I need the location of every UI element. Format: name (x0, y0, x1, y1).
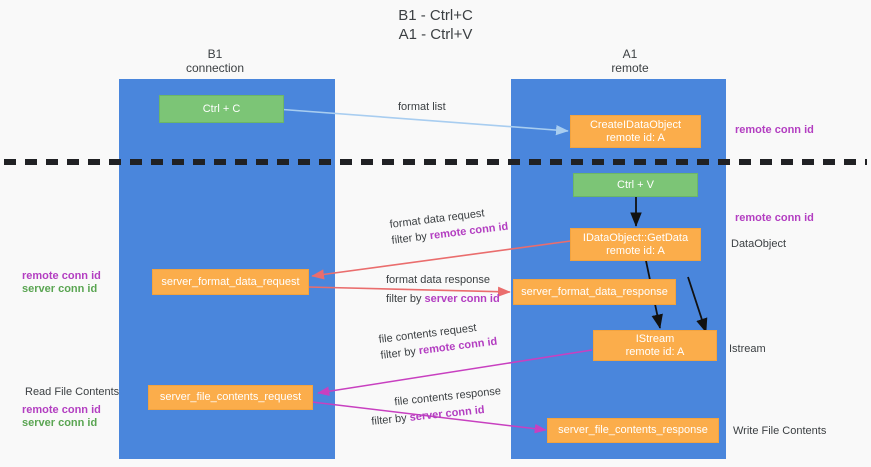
annotation-left-low-server-conn-id: server conn id (22, 417, 98, 429)
lane-a1-name: A1 (622, 47, 638, 61)
node-create-idataobject-label: CreateIDataObject (589, 118, 682, 131)
node-ctrl-c[interactable]: Ctrl + C (159, 95, 284, 123)
edge-label-format-list: format list (398, 101, 446, 114)
node-getdata-remote-id: remote id: A (606, 244, 665, 257)
edge-label-format-data-response: format data response filter by server co… (386, 274, 500, 306)
node-ctrl-v-label: Ctrl + V (617, 178, 654, 191)
node-server-format-data-request-label: server_format_data_request (161, 275, 300, 288)
edge-label-file-contents-response: file contents response filter by server … (369, 385, 503, 429)
node-istream[interactable]: IStream remote id: A (593, 330, 717, 361)
fmt-resp-filter-key: server conn id (424, 293, 500, 305)
node-ctrl-c-label: Ctrl + C (202, 102, 241, 115)
lane-b1-role: connection (185, 61, 245, 75)
node-getdata-label: IDataObject::GetData (582, 231, 689, 244)
annotation-right-dataobject: DataObject (731, 238, 787, 250)
node-istream-label: IStream (635, 332, 675, 345)
file-resp-filter-prefix: filter by (370, 411, 411, 428)
lane-header-a1: A1 remote (555, 47, 705, 75)
annotation-left-mid-remote-conn-id: remote conn id (22, 270, 101, 282)
edge-label-file-resp-filter: filter by server conn id (371, 402, 504, 429)
fmt-resp-filter-prefix: filter by (386, 293, 425, 305)
title-line-1: B1 - Ctrl+C (398, 7, 473, 24)
edge-label-file-contents-request: file contents request filter by remote c… (378, 320, 498, 363)
node-istream-remote-id: remote id: A (625, 345, 685, 358)
lane-header-b1: B1 connection (140, 47, 290, 75)
node-server-file-contents-response[interactable]: server_file_contents_response (547, 418, 719, 443)
annotation-right-istream: Istream (729, 343, 766, 355)
node-idataobject-getdata[interactable]: IDataObject::GetData remote id: A (570, 228, 701, 261)
node-server-format-data-response-label: server_format_data_response (521, 285, 668, 298)
edge-label-format-data-request: format data request filter by remote con… (389, 205, 509, 248)
file-resp-filter-key: server conn id (409, 404, 486, 424)
node-server-file-contents-request[interactable]: server_file_contents_request (148, 385, 313, 410)
page-title: B1 - Ctrl+C A1 - Ctrl+V (0, 6, 871, 44)
fmt-req-filter-prefix: filter by (390, 230, 431, 247)
lane-b1-name: B1 (207, 47, 223, 61)
annotation-left-low-remote-conn-id: remote conn id (22, 404, 101, 416)
annotation-right-write-file-contents: Write File Contents (733, 425, 827, 437)
node-server-format-data-request[interactable]: server_format_data_request (152, 269, 309, 295)
annotation-left-read-file-contents: Read File Contents (25, 386, 120, 398)
annotation-left-mid-server-conn-id: server conn id (22, 283, 98, 295)
node-create-idataobject[interactable]: CreateIDataObject remote id: A (570, 115, 701, 148)
edge-label-fmt-resp-line1: format data response (386, 274, 490, 286)
title-line-2: A1 - Ctrl+V (398, 26, 473, 43)
annotation-right-getdata-remote-conn-id: remote conn id (735, 212, 814, 224)
annotation-right-top-remote-conn-id: remote conn id (735, 124, 814, 136)
file-req-filter-prefix: filter by (379, 345, 420, 362)
node-create-idataobject-remote-id: remote id: A (606, 131, 665, 144)
edge-label-format-list-text: format list (398, 101, 446, 113)
node-ctrl-v[interactable]: Ctrl + V (573, 173, 698, 197)
node-server-file-contents-response-label: server_file_contents_response (558, 424, 708, 436)
node-server-file-contents-request-label: server_file_contents_request (159, 391, 302, 403)
node-server-format-data-response[interactable]: server_format_data_response (513, 279, 676, 305)
edge-label-fmt-resp-filter: filter by server conn id (386, 293, 500, 306)
lane-a1-role: remote (611, 61, 649, 75)
